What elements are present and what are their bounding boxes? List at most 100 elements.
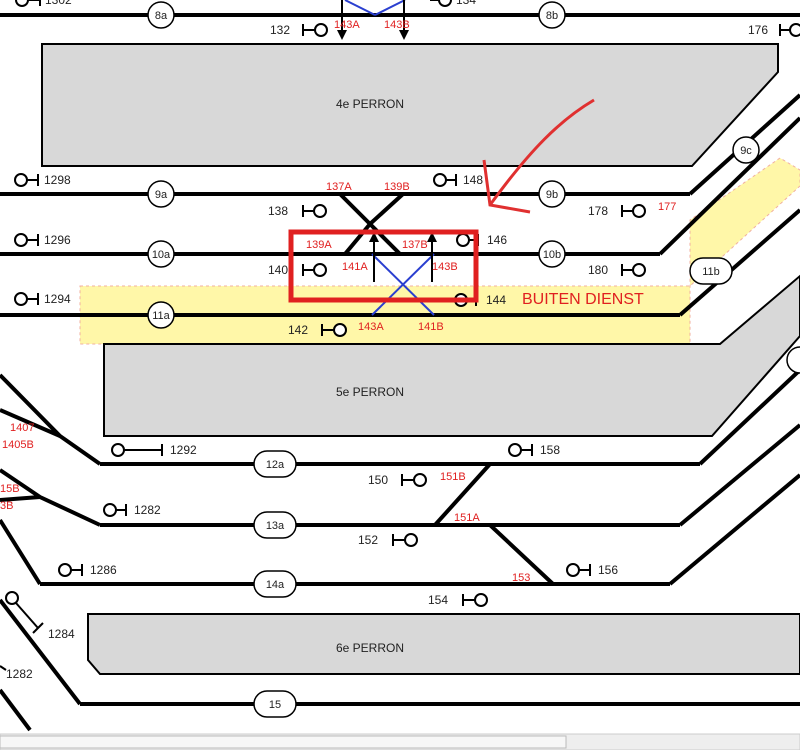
switch-label-143a: 143A <box>358 321 384 333</box>
switch-label-139b: 139B <box>384 181 410 193</box>
block-13a[interactable]: 13a <box>253 511 297 539</box>
switch-label-1405b: 1405B <box>2 439 34 451</box>
platform-4-label: 4e PERRON <box>336 97 404 111</box>
platform-4 <box>41 43 779 167</box>
block-8a[interactable]: 8a <box>147 1 175 29</box>
signal-148[interactable]: 148 <box>433 173 483 187</box>
block-12a[interactable]: 12a <box>253 450 297 478</box>
block-10b[interactable]: 10b <box>538 240 566 268</box>
track-left-e <box>0 518 42 586</box>
svg-text:1302: 1302 <box>45 0 72 7</box>
svg-text:144: 144 <box>486 293 506 307</box>
svg-text:138: 138 <box>268 204 288 218</box>
svg-text:13a: 13a <box>266 520 285 532</box>
svg-text:158: 158 <box>540 443 560 457</box>
platform-5-label: 5e PERRON <box>336 385 404 399</box>
svg-text:10b: 10b <box>543 249 561 261</box>
platform-6 <box>87 613 800 675</box>
track-11-curve <box>678 208 800 317</box>
signal-146[interactable]: 146 <box>456 233 507 247</box>
switch-label-1407: 1407 <box>10 422 34 434</box>
svg-text:11a: 11a <box>152 310 170 322</box>
arrowhead-down-143b <box>399 30 409 40</box>
signal-1282-b[interactable]: 1282 <box>0 665 33 681</box>
svg-text:9c: 9c <box>740 145 752 157</box>
switch-label-3b: 3B <box>0 500 13 512</box>
block-14a[interactable]: 14a <box>253 570 297 598</box>
switch-label-15b: 15B <box>0 483 20 495</box>
signal-152[interactable]: 152 <box>358 533 418 547</box>
signal-140[interactable]: 140 <box>268 263 327 277</box>
switch-label-153: 153 <box>512 572 530 584</box>
switch-label-177: 177 <box>658 201 676 213</box>
switch-label-139a: 139A <box>306 239 332 251</box>
signal-1292[interactable]: 1292 <box>111 443 197 457</box>
signal-180[interactable]: 180 <box>588 263 646 277</box>
switch-151a-track <box>488 523 555 586</box>
switch-label-141b: 141B <box>418 321 444 333</box>
track-14-curve <box>668 473 800 586</box>
signal-138[interactable]: 138 <box>268 204 327 218</box>
block-10a[interactable]: 10a <box>147 240 175 268</box>
signal-1294[interactable]: 1294 <box>14 292 71 306</box>
block-11a[interactable]: 11a <box>147 301 175 329</box>
signal-154[interactable]: 154 <box>428 593 488 607</box>
switch-label-151b: 151B <box>440 471 466 483</box>
signal-1302[interactable]: 1302 <box>15 0 72 7</box>
crossover-137b <box>368 222 402 256</box>
svg-text:1282: 1282 <box>6 667 33 681</box>
svg-text:1284: 1284 <box>48 627 75 641</box>
switch-label-137a: 137A <box>326 181 352 193</box>
svg-text:10a: 10a <box>152 249 171 261</box>
svg-text:132: 132 <box>270 23 290 37</box>
scrollbar-thumb[interactable] <box>0 735 567 749</box>
switch-label-143a-top: 143A <box>334 19 360 31</box>
block-9b[interactable]: 9b <box>538 180 566 208</box>
signal-176[interactable]: 176 <box>748 23 800 37</box>
svg-text:14a: 14a <box>266 579 285 591</box>
signal-150[interactable]: 150 <box>368 473 427 487</box>
highlight-box <box>288 229 479 303</box>
switch-151b-track <box>433 462 492 527</box>
track-left-b <box>0 408 61 438</box>
block-15[interactable]: 15 <box>253 690 297 718</box>
track-left-f <box>0 598 82 706</box>
signal-132[interactable]: 132 <box>270 23 328 37</box>
svg-text:9b: 9b <box>546 189 558 201</box>
block-8b[interactable]: 8b <box>538 1 566 29</box>
svg-text:1298: 1298 <box>44 173 71 187</box>
track-10-curve <box>658 116 800 256</box>
block-11b[interactable]: 11b <box>689 257 733 285</box>
svg-text:8b: 8b <box>546 10 558 22</box>
svg-text:11b: 11b <box>702 266 720 278</box>
signal-158[interactable]: 158 <box>508 443 560 457</box>
signal-178[interactable]: 178 <box>588 204 646 218</box>
signal-1284[interactable]: 1284 <box>5 591 75 641</box>
signal-142[interactable]: 142 <box>288 323 347 337</box>
block-9c[interactable]: 9c <box>732 136 760 164</box>
svg-text:154: 154 <box>428 593 448 607</box>
svg-text:148: 148 <box>463 173 483 187</box>
crossing-141-143-b <box>371 253 435 316</box>
signal-134[interactable]: 134 <box>430 0 476 7</box>
arrowhead-down-143a <box>337 30 347 40</box>
svg-text:134: 134 <box>456 0 476 7</box>
track-12-curve <box>698 368 800 466</box>
out-of-service-label: BUITEN DIENST <box>522 291 644 308</box>
arrowhead-up-143b <box>427 232 437 242</box>
svg-text:15: 15 <box>269 699 281 711</box>
annotation-arrowhead <box>482 159 531 214</box>
signal-1282-a[interactable]: 1282 <box>103 503 161 517</box>
svg-text:1296: 1296 <box>44 233 71 247</box>
block-9a[interactable]: 9a <box>147 180 175 208</box>
svg-text:176: 176 <box>748 23 768 37</box>
signal-1296[interactable]: 1296 <box>14 233 71 247</box>
crossover-139a <box>343 222 372 256</box>
signal-1298[interactable]: 1298 <box>14 173 71 187</box>
annotation-arrow <box>488 98 595 206</box>
svg-text:9a: 9a <box>155 189 168 201</box>
signal-1286[interactable]: 1286 <box>58 563 117 577</box>
signal-156[interactable]: 156 <box>566 563 618 577</box>
crossover-139b <box>368 192 405 226</box>
